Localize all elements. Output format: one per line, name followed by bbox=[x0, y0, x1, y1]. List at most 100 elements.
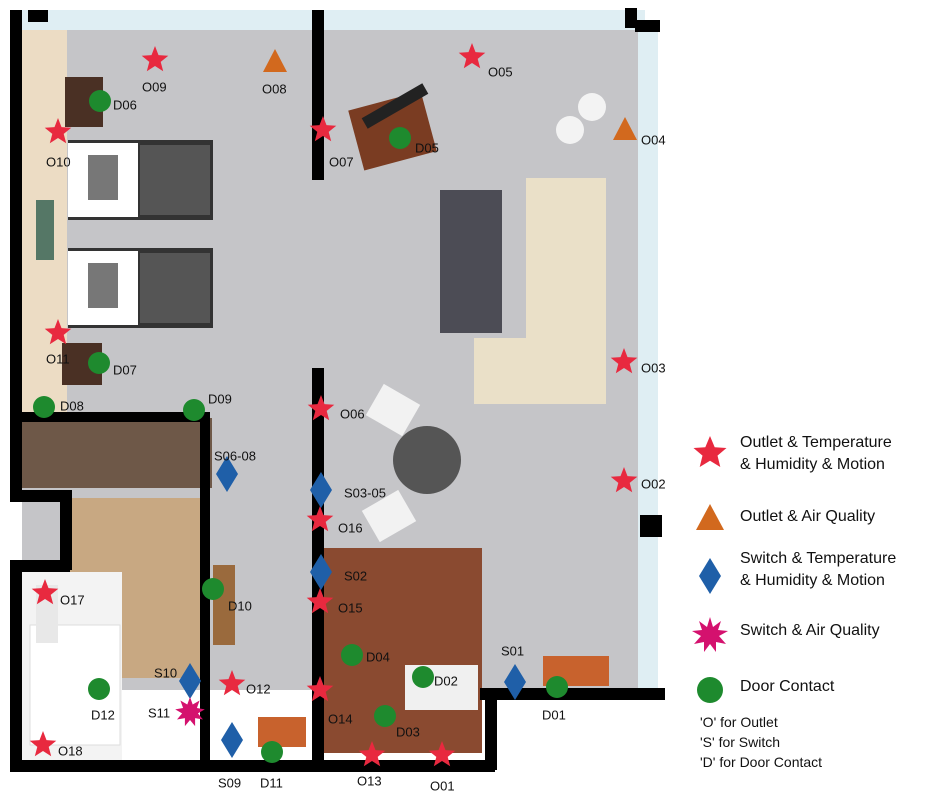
device-label-o03: O03 bbox=[641, 360, 666, 375]
device-marker-o02-star bbox=[610, 467, 638, 493]
device-marker-o12-star bbox=[218, 670, 246, 696]
device-label-o13: O13 bbox=[357, 773, 382, 788]
legend-label: Outlet & Air Quality bbox=[740, 508, 876, 525]
star-icon bbox=[693, 436, 727, 467]
device-label-o16: O16 bbox=[338, 520, 363, 535]
device-label-s02: S02 bbox=[344, 568, 367, 583]
armchair-2 bbox=[361, 489, 417, 543]
device-label-d10: D10 bbox=[228, 598, 252, 613]
device-label-s03-05: S03-05 bbox=[344, 485, 386, 500]
device-marker-d05-circle bbox=[389, 127, 411, 149]
device-marker-s09-diamond bbox=[221, 722, 243, 758]
device-label-o04: O04 bbox=[641, 132, 666, 147]
tv bbox=[361, 83, 429, 129]
ottoman bbox=[440, 190, 502, 333]
device-label-o07: O07 bbox=[329, 154, 354, 169]
device-label-d09: D09 bbox=[208, 391, 232, 406]
device-label-d02: D02 bbox=[434, 673, 458, 688]
door-mat-bath bbox=[258, 717, 306, 747]
legend-label: Door Contact bbox=[740, 678, 835, 695]
device-marker-o07-star bbox=[309, 116, 337, 142]
device-label-o14: O14 bbox=[328, 711, 353, 726]
device-label-o15: O15 bbox=[338, 600, 363, 615]
floor-wood-strip bbox=[22, 418, 212, 488]
device-marker-d04-circle bbox=[341, 644, 363, 666]
device-marker-s03-05-diamond bbox=[310, 472, 332, 508]
device-label-o17: O17 bbox=[60, 592, 85, 607]
device-marker-d11-circle bbox=[261, 741, 283, 763]
device-label-o08: O08 bbox=[262, 81, 287, 96]
device-marker-d02-circle bbox=[412, 666, 434, 688]
legend-key-outlet: 'O' for Outlet bbox=[700, 714, 778, 730]
device-marker-d03-circle bbox=[374, 705, 396, 727]
legend-label: Outlet & Temperature & Humidity & Motion bbox=[740, 434, 892, 473]
device-marker-d06-circle bbox=[89, 90, 111, 112]
round-table bbox=[393, 426, 461, 494]
wall-picture bbox=[36, 200, 54, 260]
floor-lamp-2 bbox=[556, 116, 584, 144]
device-label-s06-08: S06-08 bbox=[214, 448, 256, 463]
device-label-s11: S11 bbox=[148, 705, 170, 720]
device-label-s09: S09 bbox=[218, 775, 241, 790]
legend-label: Switch & Air Quality bbox=[740, 622, 880, 639]
device-marker-o11-star bbox=[44, 319, 72, 345]
bed-1-blanket bbox=[140, 145, 210, 215]
device-marker-d12-circle bbox=[88, 678, 110, 700]
floor-lamp-1 bbox=[578, 93, 606, 121]
device-marker-o08-triangle bbox=[263, 49, 287, 72]
device-marker-o10-star bbox=[44, 118, 72, 144]
sofa-chaise bbox=[474, 338, 606, 404]
device-marker-o18-star bbox=[29, 731, 57, 757]
bed-1-pillow bbox=[88, 155, 118, 200]
device-marker-o01-star bbox=[428, 741, 456, 767]
device-marker-d01-circle bbox=[546, 676, 568, 698]
device-label-d11: D11 bbox=[260, 775, 283, 790]
device-marker-o05-star bbox=[458, 43, 486, 69]
device-label-s10: S10 bbox=[154, 665, 177, 680]
bed-2-pillow bbox=[88, 263, 118, 308]
device-marker-o16-star bbox=[306, 506, 334, 532]
device-label-o11: O11 bbox=[46, 351, 70, 366]
device-label-d03: D03 bbox=[396, 724, 420, 739]
device-marker-s10-diamond bbox=[179, 663, 201, 699]
device-label-d06: D06 bbox=[113, 97, 137, 112]
device-label-o09: O09 bbox=[142, 79, 167, 94]
triangle-icon bbox=[696, 504, 724, 530]
device-label-d12: D12 bbox=[91, 707, 115, 722]
device-marker-s01-diamond bbox=[504, 664, 526, 700]
device-label-o05: O05 bbox=[488, 64, 513, 79]
device-label-s01: S01 bbox=[501, 643, 524, 658]
device-marker-o13-star bbox=[358, 741, 386, 767]
device-marker-o04-triangle bbox=[613, 117, 637, 140]
device-label-d05: D05 bbox=[415, 140, 439, 155]
device-marker-s02-diamond bbox=[310, 554, 332, 590]
burst-icon bbox=[692, 617, 728, 652]
device-marker-s11-burst bbox=[175, 697, 205, 727]
device-label-o02: O02 bbox=[641, 476, 666, 491]
device-marker-d10-circle bbox=[202, 578, 224, 600]
device-marker-o14-star bbox=[306, 676, 334, 702]
device-marker-o15-star bbox=[306, 588, 334, 614]
device-label-o12: O12 bbox=[246, 681, 271, 696]
device-marker-o03-star bbox=[610, 348, 638, 374]
device-marker-o17-star bbox=[31, 579, 59, 605]
device-label-d08: D08 bbox=[60, 398, 84, 413]
legend-label: Switch & Temperature & Humidity & Motion bbox=[740, 550, 897, 589]
circle-icon bbox=[697, 677, 723, 703]
legend-key-switch: 'S' for Switch bbox=[700, 734, 781, 750]
bed-2-blanket bbox=[140, 253, 210, 323]
device-label-o01: O01 bbox=[430, 778, 455, 793]
device-label-d04: D04 bbox=[366, 649, 390, 664]
armchair-1 bbox=[365, 383, 421, 437]
device-marker-s06-08-diamond bbox=[216, 456, 238, 492]
device-label-o10: O10 bbox=[46, 154, 71, 169]
device-label-o06: O06 bbox=[340, 406, 365, 421]
device-label-d07: D07 bbox=[113, 362, 137, 377]
device-marker-d09-circle bbox=[183, 399, 205, 421]
device-marker-d07-circle bbox=[88, 352, 110, 374]
device-label-d01: D01 bbox=[542, 707, 566, 722]
device-label-o18: O18 bbox=[58, 743, 83, 758]
legend-key-door: 'D' for Door Contact bbox=[700, 754, 823, 770]
diamond-icon bbox=[699, 558, 721, 594]
